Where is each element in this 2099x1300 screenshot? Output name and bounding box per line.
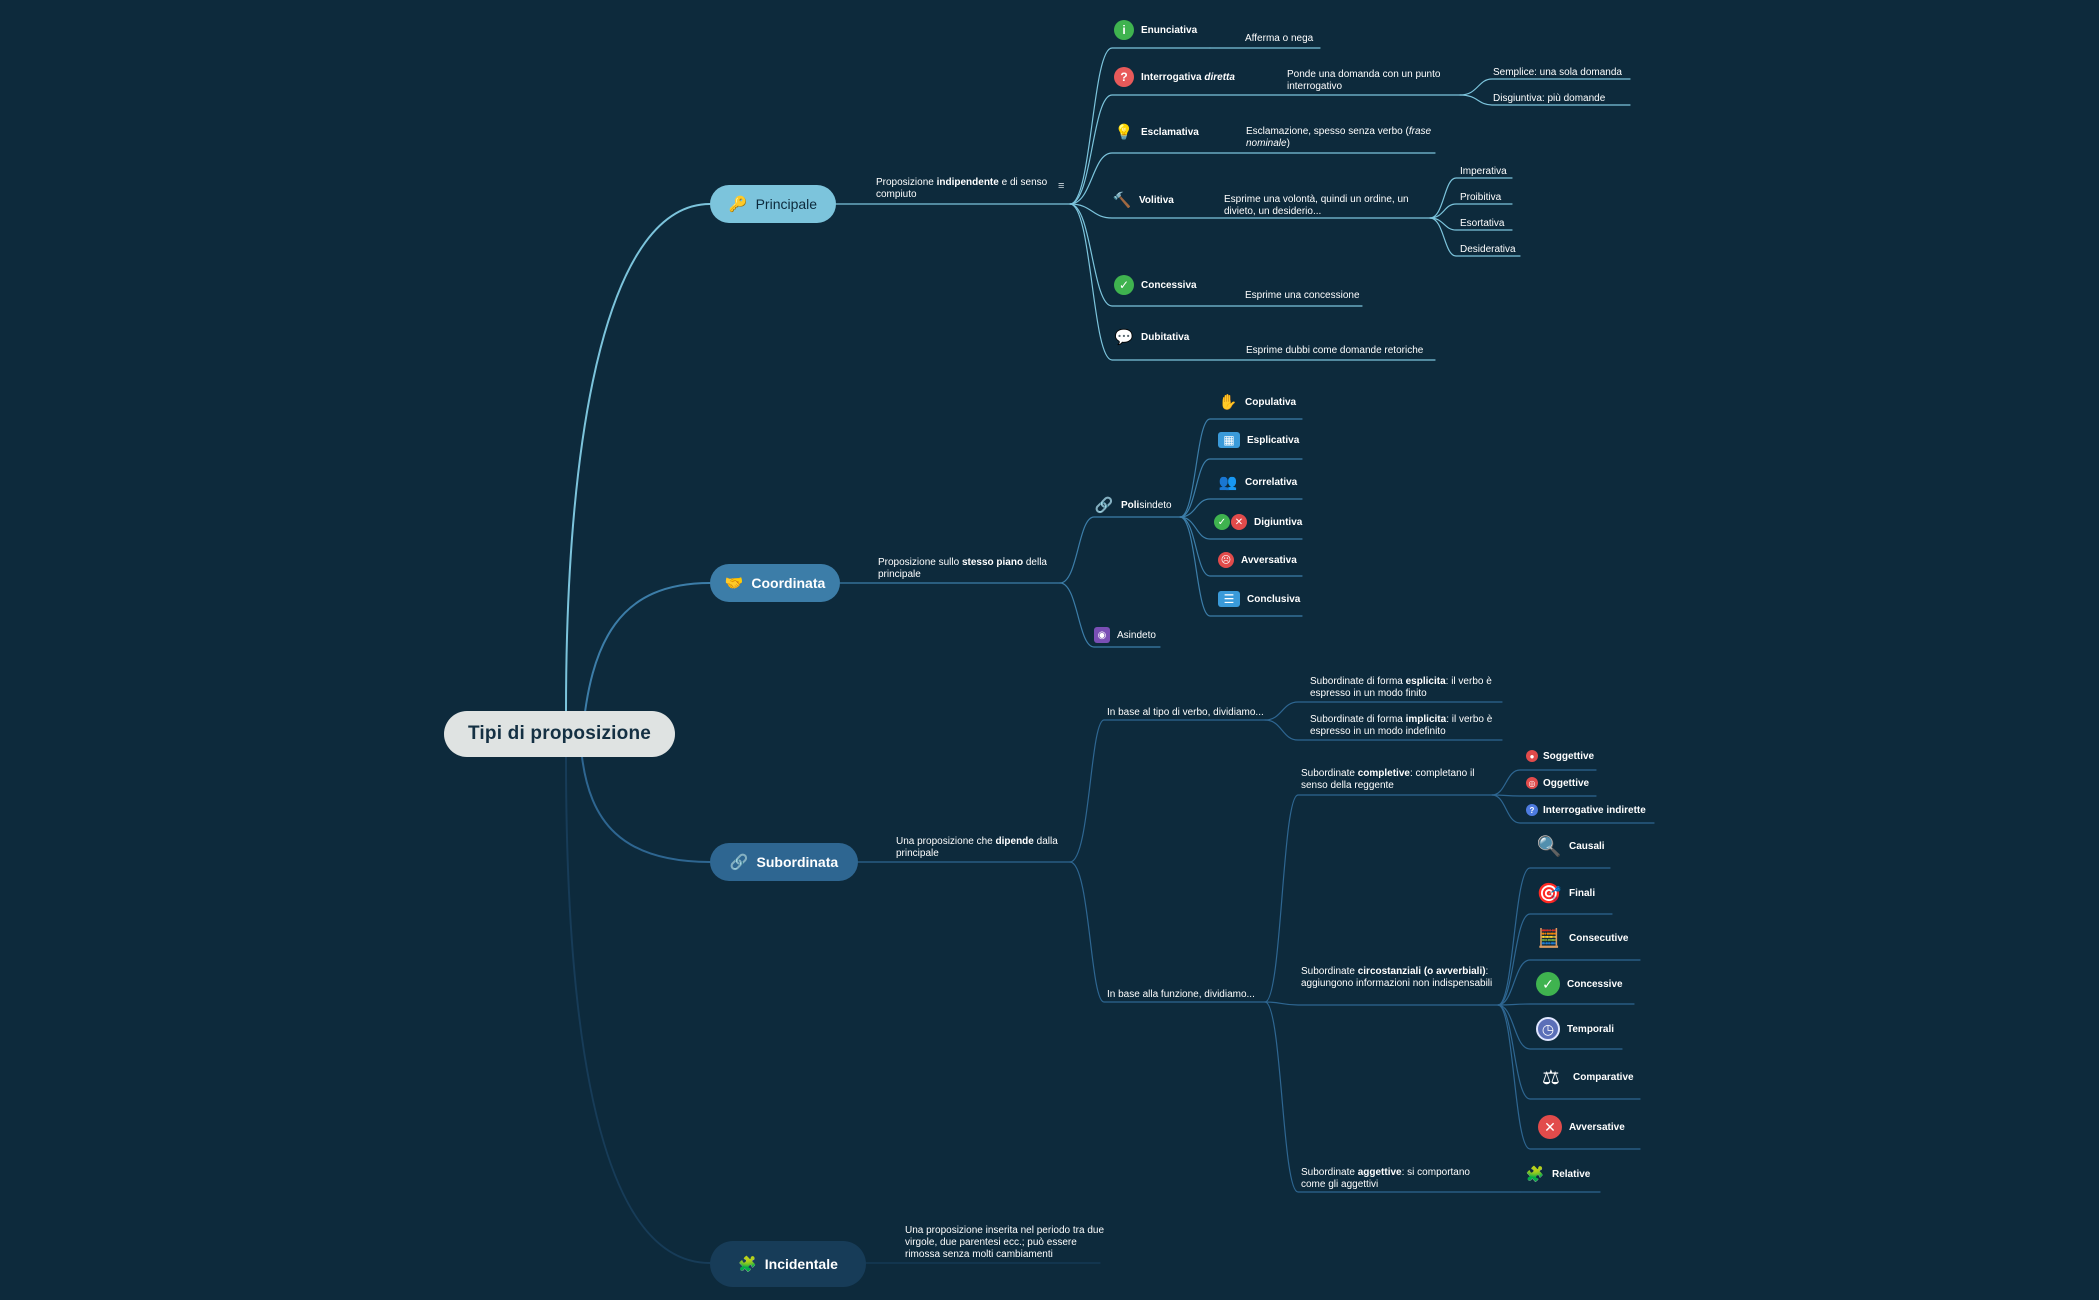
image-icon: ▦: [1218, 432, 1240, 448]
aggettive-relative[interactable]: 🧩Relative: [1525, 1166, 1591, 1183]
subordinata-desc: Una proposizione che dipende dalla princ…: [896, 836, 1058, 859]
volitiva-imperativa: Imperativa: [1460, 166, 1507, 177]
polisindeto-node[interactable]: 🔗 Polisindeto: [1094, 497, 1172, 514]
sub-circostanziali: Subordinate circostanziali (o avverbiali…: [1301, 966, 1493, 989]
branch-label: Coordinata: [751, 575, 826, 591]
type-dubitativa[interactable]: 💬 Dubitativa: [1114, 329, 1190, 346]
puzzle-icon: ◉: [1094, 627, 1110, 643]
interrogativa-disgiuntiva: Disgiuntiva: più domande: [1493, 93, 1606, 104]
clock-icon: ◷: [1536, 1017, 1560, 1041]
asindeto-node[interactable]: ◉ Asindeto: [1094, 627, 1156, 643]
type-enunciativa[interactable]: i Enunciativa: [1114, 20, 1197, 40]
enunciativa-desc: Afferma o nega: [1245, 33, 1314, 44]
root-label: Tipi di proposizione: [467, 723, 652, 744]
branch-subordinata[interactable]: 🔗 Subordinata: [710, 843, 858, 881]
circ-consecutive[interactable]: 🧮Consecutive: [1537, 928, 1629, 948]
blocks-icon: 🧩: [738, 1256, 757, 1273]
speech-bubbles-icon: 💬: [1114, 329, 1134, 346]
volitiva-proibitiva: Proibitiva: [1460, 192, 1502, 203]
hand-icon: ✋: [1218, 394, 1238, 411]
circ-comparative[interactable]: ⚖Comparative: [1536, 1065, 1634, 1090]
type-concessiva[interactable]: ✓ Concessiva: [1114, 275, 1197, 295]
check-icon: ✓: [1536, 972, 1560, 996]
incidentale-desc: Una proposizione inserita nel periodo tr…: [905, 1225, 1105, 1260]
branch-label: Principale: [755, 196, 818, 212]
circ-temporali[interactable]: ◷Temporali: [1536, 1017, 1614, 1041]
volitiva-esortativa: Esortativa: [1460, 218, 1505, 229]
people-icon: 👥: [1218, 474, 1238, 491]
volitiva-desiderativa: Desiderativa: [1460, 244, 1516, 255]
completive-oggettive[interactable]: ◎Oggettive: [1526, 777, 1589, 789]
sub-implicita: Subordinate di forma implicita: il verbo…: [1310, 714, 1493, 737]
branch-label: Incidentale: [764, 1256, 838, 1272]
sub-esplicita: Subordinate di forma esplicita: il verbo…: [1310, 676, 1492, 699]
concessiva-desc: Esprime una concessione: [1245, 290, 1360, 301]
sub-aggettive: Subordinate aggettive: si comportano com…: [1301, 1167, 1470, 1190]
question-icon: ?: [1114, 67, 1134, 87]
blocks-icon: 🧩: [1525, 1166, 1545, 1183]
link-icon: 🔗: [729, 854, 749, 871]
note-icon[interactable]: ≡: [1058, 180, 1065, 192]
circ-finali[interactable]: 🎯Finali: [1536, 883, 1596, 905]
document-icon: ☰: [1218, 591, 1240, 607]
completive-interrogative[interactable]: ?Interrogative indirette: [1526, 804, 1646, 816]
angry-face-icon: ☹: [1218, 552, 1234, 568]
coord-esplicativa[interactable]: ▦Esplicativa: [1218, 432, 1299, 448]
root-node[interactable]: Tipi di proposizione: [444, 711, 675, 757]
dubitativa-desc: Esprime dubbi come domande retoriche: [1246, 345, 1424, 356]
interrogativa-semplice: Semplice: una sola domanda: [1493, 67, 1622, 78]
coord-correlativa[interactable]: 👥Correlativa: [1218, 474, 1298, 491]
gavel-icon: 🔨: [1112, 192, 1132, 209]
coord-conclusiva[interactable]: ☰Conclusiva: [1218, 591, 1300, 607]
sub-completive: Subordinate completive: completano il se…: [1301, 768, 1475, 791]
coordinata-desc: Proposizione sullo stesso piano della pr…: [878, 557, 1047, 580]
coord-digiuntiva[interactable]: ✓✕Digiuntiva: [1214, 514, 1302, 530]
type-interrogativa[interactable]: ? Interrogativa diretta: [1114, 67, 1235, 87]
key-icon: 🔑: [728, 196, 748, 213]
link-icon: 🔗: [1094, 497, 1114, 514]
info-icon: i: [1114, 20, 1134, 40]
volitiva-desc: Esprime una volontà, quindi un ordine, u…: [1224, 194, 1409, 217]
esclamativa-desc: Esclamazione, spesso senza verbo (frase …: [1246, 126, 1432, 149]
check-icon: ✓: [1114, 275, 1134, 295]
sub-funzione-node[interactable]: In base alla funzione, dividiamo...: [1107, 989, 1255, 1000]
handshake-icon: 🤝: [724, 575, 744, 592]
person-icon: ●: [1526, 750, 1538, 762]
circ-concessive[interactable]: ✓Concessive: [1536, 972, 1623, 996]
branch-label: Subordinata: [756, 854, 839, 870]
sub-verbo-node[interactable]: In base al tipo di verbo, dividiamo...: [1107, 707, 1264, 718]
branch-coordinata[interactable]: 🤝 Coordinata: [710, 564, 840, 602]
branch-principale[interactable]: 🔑 Principale: [710, 185, 836, 223]
type-volitiva[interactable]: 🔨 Volitiva: [1112, 192, 1174, 209]
magnifier-icon: 🔍: [1536, 836, 1562, 858]
interrogativa-desc: Ponde una domanda con un punto interroga…: [1287, 69, 1441, 92]
target-icon: 🎯: [1536, 883, 1562, 905]
cross-icon: ✕: [1538, 1115, 1562, 1139]
check-cross-icon: ✓✕: [1214, 514, 1247, 530]
lightbulb-icon: 💡: [1114, 124, 1134, 141]
type-esclamativa[interactable]: 💡 Esclamativa: [1114, 124, 1199, 141]
coord-avversativa[interactable]: ☹Avversativa: [1218, 552, 1297, 568]
scales-icon: ⚖: [1542, 1067, 1560, 1089]
circ-avversative[interactable]: ✕Avversative: [1538, 1115, 1625, 1139]
coord-copulativa[interactable]: ✋Copulativa: [1218, 394, 1297, 411]
circ-causali[interactable]: 🔍Causali: [1536, 836, 1605, 858]
target-icon: ◎: [1526, 777, 1538, 789]
branch-incidentale[interactable]: 🧩 Incidentale: [710, 1241, 866, 1287]
abacus-icon: 🧮: [1537, 928, 1561, 948]
question-icon: ?: [1526, 804, 1538, 816]
principale-desc: Proposizione indipendente e di senso com…: [876, 177, 1048, 200]
completive-soggettive[interactable]: ●Soggettive: [1526, 750, 1594, 762]
